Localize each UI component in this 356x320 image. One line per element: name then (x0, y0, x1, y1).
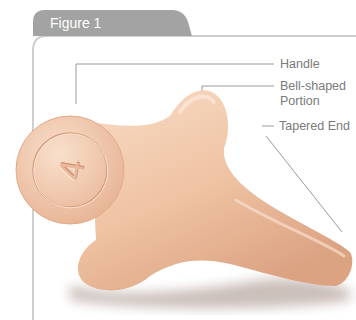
part-label: Bell-shaped Portion (280, 79, 352, 109)
handle-ring (33, 133, 107, 207)
part-label: Tapered End (279, 119, 350, 134)
handle-ring (34, 134, 108, 208)
highlight (236, 200, 344, 256)
frame-line (33, 36, 356, 320)
figure-title: Figure 1 (50, 15, 101, 31)
part-label: Handle (280, 57, 320, 72)
leader-line (76, 64, 274, 104)
handle-disc (16, 116, 124, 224)
highlight (180, 97, 214, 112)
figure-tab (33, 10, 192, 36)
